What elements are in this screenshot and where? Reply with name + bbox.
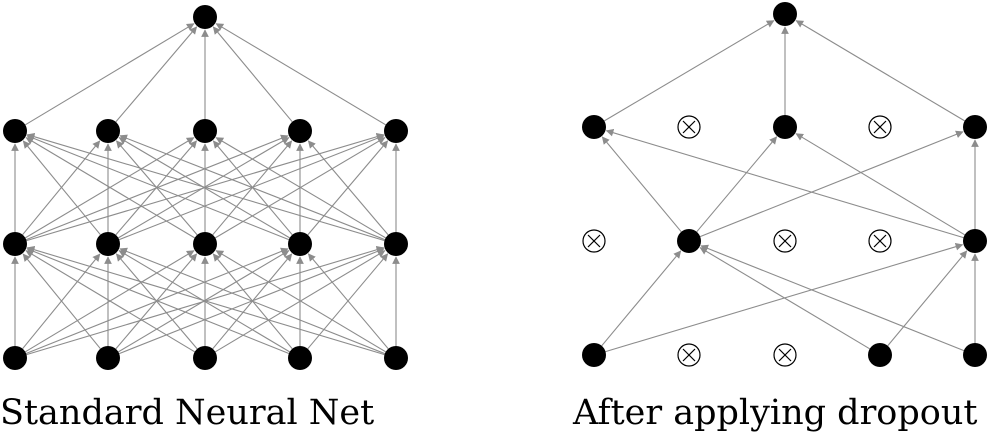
standard-edge-ie-h1a	[26, 245, 385, 356]
standard-node-ib	[96, 346, 120, 370]
dropout-dropped-node-h1a	[582, 229, 606, 253]
standard-edge-h1d-h2a	[26, 134, 290, 241]
dropout-edge-h2a-o	[604, 20, 775, 122]
standard-node-h1c	[193, 232, 217, 256]
standard-edge-h2b-o	[115, 26, 198, 123]
standard-node-h1d	[288, 232, 312, 256]
dropout-edge-h1e-h2a	[605, 128, 964, 239]
dropout-network-panel	[582, 2, 987, 367]
standard-node-o	[193, 5, 217, 29]
standard-node-ic	[193, 346, 217, 370]
dropout-edge-h2e-o	[795, 20, 965, 122]
dropout-edge-id-h1e	[887, 250, 968, 347]
dropout-node-h2a	[582, 115, 606, 139]
dropout-dropped-node-ib	[677, 343, 701, 367]
dropout-edge-h1e-h2c	[795, 133, 965, 236]
dropout-edge-h1b-h2c	[696, 136, 778, 233]
standard-edge-h2e-o	[215, 23, 386, 126]
standard-edge-h1b-h2a	[22, 140, 101, 236]
standard-edge-ie-h1c	[215, 250, 386, 353]
standard-net-caption: Standard Neural Net	[0, 393, 375, 433]
standard-edge-ib-h1a	[22, 253, 101, 350]
dropout-dropped-node-h2d	[868, 115, 892, 139]
dropout-edge-h1b-h2a	[601, 136, 682, 233]
dropout-node-ia	[582, 343, 606, 367]
standard-edge-h2d-o	[212, 26, 293, 123]
standard-node-h1e	[384, 232, 408, 256]
standard-node-h2c	[193, 119, 217, 143]
standard-edge-h1c-h2a	[25, 137, 195, 239]
standard-edge-ic-h1b	[115, 253, 198, 350]
dropout-dropped-node-h1c	[773, 229, 797, 253]
dropout-dropped-node-h2b	[677, 115, 701, 139]
standard-node-id	[288, 346, 312, 370]
standard-edge-h1e-h2b	[119, 134, 386, 241]
standard-edge-h1e-h2a	[26, 132, 385, 242]
standard-edge-h1e-h2d	[307, 140, 389, 236]
dropout-node-id	[868, 343, 892, 367]
dropout-node-ie	[963, 343, 987, 367]
dropout-node-o	[773, 2, 797, 26]
standard-edge-ie-h1d	[307, 253, 389, 350]
standard-edge-ic-h1a	[25, 250, 195, 353]
dropout-node-h2c	[773, 115, 797, 139]
standard-network-panel	[3, 5, 408, 370]
standard-edge-ie-h1b	[119, 247, 386, 355]
standard-node-ie	[384, 346, 408, 370]
dropout-node-h1b	[677, 229, 701, 253]
standard-node-h2e	[384, 119, 408, 143]
dropout-net-caption: After applying dropout	[573, 393, 978, 433]
standard-edge-h1e-h2c	[215, 137, 386, 239]
standard-node-h2d	[288, 119, 312, 143]
dropout-dropped-node-h1d	[868, 229, 892, 253]
standard-edge-id-h1a	[26, 247, 290, 355]
dropout-dropped-node-ic	[773, 343, 797, 367]
standard-node-h2b	[96, 119, 120, 143]
standard-edge-h1c-h2b	[115, 140, 198, 236]
dropout-edge-ia-h1b	[601, 250, 682, 347]
standard-node-h2a	[3, 119, 27, 143]
dropout-node-h2e	[963, 115, 987, 139]
standard-edge-h2a-o	[25, 23, 195, 126]
dropout-edge-id-h1b	[699, 247, 870, 350]
standard-node-h1b	[96, 232, 120, 256]
dropout-node-h1e	[963, 229, 987, 253]
standard-node-h1a	[3, 232, 27, 256]
standard-node-ia	[3, 346, 27, 370]
dropout-edge-ie-h1b	[700, 244, 965, 352]
dropout-edge-h1b-h2e	[699, 130, 964, 238]
